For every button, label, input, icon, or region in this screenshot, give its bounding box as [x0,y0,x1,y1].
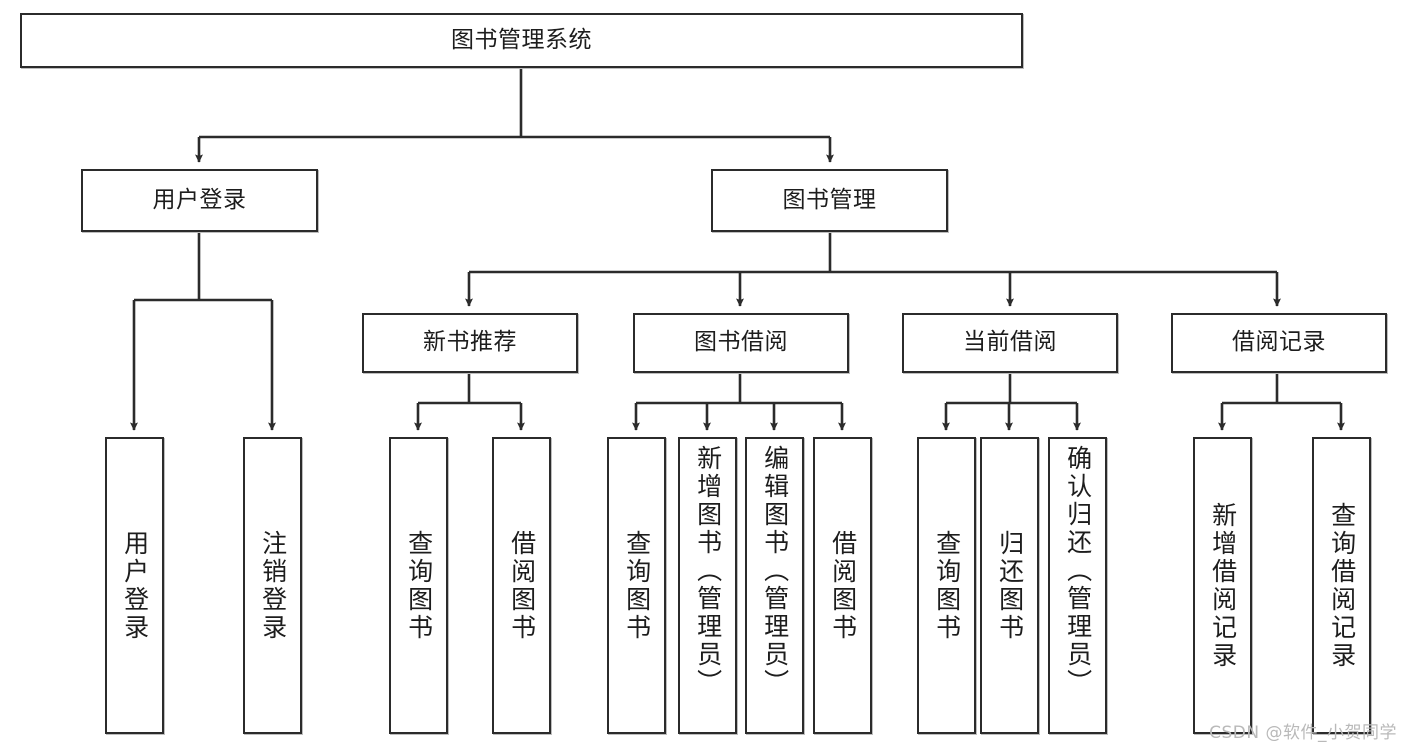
node-label: 当前借阅 [963,329,1057,356]
leaf-query-borrow-record[interactable]: 查询借阅记录 [1312,437,1371,734]
csdn-watermark: CSDN @软件_小贺同学 [1209,723,1397,743]
node-label: 用户登录 [120,529,150,642]
leaf-edit-book-admin[interactable]: 编辑图书（管理员） [745,437,804,734]
leaf-user-login[interactable]: 用户登录 [105,437,164,734]
leaf-borrow-book-borrow[interactable]: 借阅图书 [813,437,872,734]
node-label: 归还图书 [995,529,1025,642]
node-user-login[interactable]: 用户登录 [81,169,318,232]
node-label: 确认归还（管理员） [1063,445,1093,697]
node-label: 查询图书 [622,529,652,642]
leaf-query-book-new-book[interactable]: 查询图书 [389,437,448,734]
node-label: 图书管理 [782,186,877,213]
node-label: 查询图书 [932,529,962,642]
node-new-book-recommend[interactable]: 新书推荐 [362,313,578,373]
node-label: 新增借阅记录 [1208,501,1238,670]
leaf-add-book-admin[interactable]: 新增图书（管理员） [678,437,737,734]
leaf-query-book-borrow[interactable]: 查询图书 [607,437,666,734]
node-label: 借阅图书 [828,529,858,642]
leaf-logout-login[interactable]: 注销登录 [243,437,302,734]
node-label: 查询图书 [404,529,434,642]
node-root-book-management-system[interactable]: 图书管理系统 [20,13,1023,68]
node-label: 借阅记录 [1232,329,1326,356]
node-label: 图书借阅 [694,329,788,356]
node-label: 图书管理系统 [451,26,592,53]
node-book-borrow[interactable]: 图书借阅 [633,313,849,373]
leaf-confirm-return-admin[interactable]: 确认归还（管理员） [1048,437,1107,734]
node-label: 查询借阅记录 [1327,501,1357,670]
node-label: 新增图书（管理员） [693,445,723,697]
node-borrow-record[interactable]: 借阅记录 [1171,313,1387,373]
leaf-query-book-current[interactable]: 查询图书 [917,437,976,734]
node-label: 注销登录 [258,529,288,642]
leaf-return-book[interactable]: 归还图书 [980,437,1039,734]
node-label: 用户登录 [152,186,247,213]
node-label: 编辑图书（管理员） [760,445,790,697]
node-book-manage[interactable]: 图书管理 [711,169,948,232]
node-current-borrow[interactable]: 当前借阅 [902,313,1118,373]
node-label: 新书推荐 [423,329,517,356]
leaf-add-borrow-record[interactable]: 新增借阅记录 [1193,437,1252,734]
leaf-borrow-book-new-book[interactable]: 借阅图书 [492,437,551,734]
node-label: 借阅图书 [507,529,537,642]
